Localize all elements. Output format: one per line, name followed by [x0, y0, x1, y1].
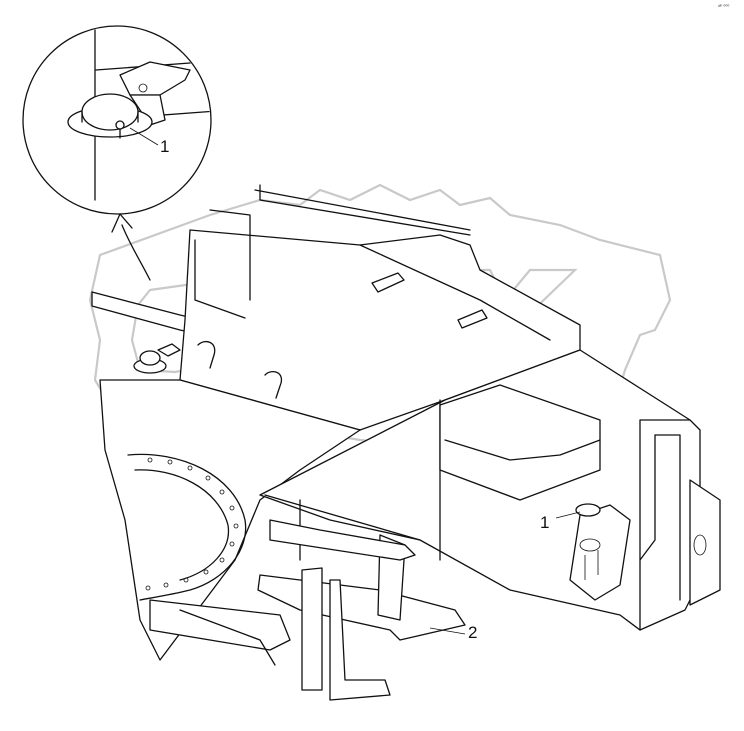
svg-text:1: 1	[540, 513, 549, 532]
callout-1-inset: 1	[160, 137, 169, 156]
corner-mark: ᵈᴾ ⁰⁰⁰	[718, 4, 729, 10]
bolt-holes	[145, 457, 239, 591]
horn-part-left	[133, 343, 181, 374]
frame-assembly	[91, 184, 721, 701]
callout-1-main: 1	[540, 511, 581, 532]
callout-2: 2	[429, 623, 477, 642]
detail-inset: 1	[22, 25, 212, 215]
detail-arrow	[111, 213, 151, 281]
svg-text:2: 2	[468, 623, 477, 642]
